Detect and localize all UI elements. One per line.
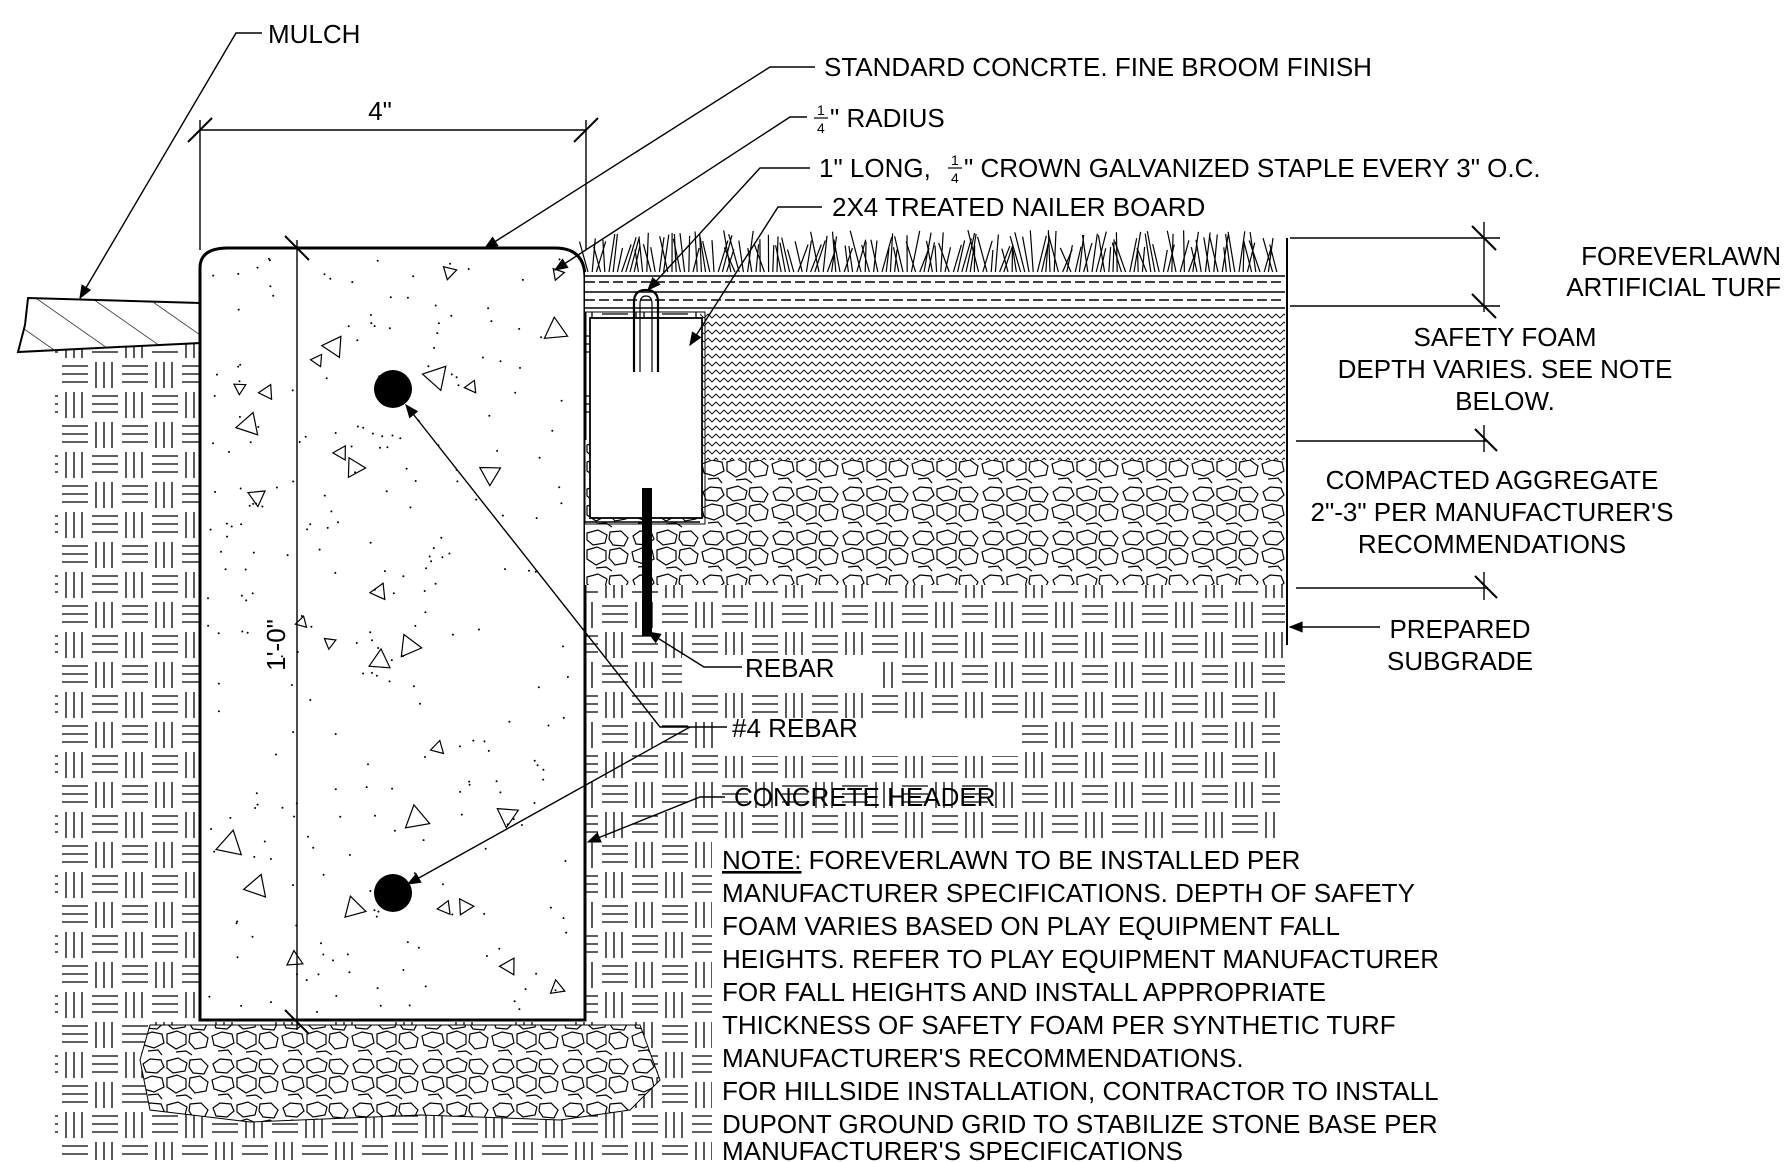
width-dimension: 4" [187,96,599,250]
rebar4-label: #4 REBAR [732,713,858,743]
rebar-bottom [374,874,412,912]
staple-fraction-den: 4 [951,170,959,186]
staple-label-end: " CROWN GALVANIZED STAPLE EVERY 3" O.C. [964,153,1541,183]
radius-fraction-num: 1 [817,102,825,118]
aggregate-label-1: COMPACTED AGGREGATE [1326,465,1659,495]
layer-dimension-ticks [1290,222,1500,600]
turf-backing-lines [585,275,1285,309]
note-line-1-text: FOREVERLAWN TO BE INSTALLED PER [801,845,1300,875]
foam-label-1: SAFETY FOAM [1414,322,1597,352]
height-dimension: 1'-0" [261,235,310,1035]
artificial-turf-blades [578,230,1278,273]
rebar-stake [642,488,652,636]
rebar-label: REBAR [745,653,835,683]
note-line: DUPONT GROUND GRID TO STABILIZE STONE BA… [722,1109,1438,1139]
nailer-board [589,317,703,519]
nailer-label: 2X4 TREATED NAILER BOARD [832,192,1205,222]
aggregate-label-3: RECOMMENDATIONS [1358,529,1626,559]
foam-label-3: BELOW. [1455,386,1555,416]
rebar-top [374,370,412,408]
foam-label-2: DEPTH VARIES. SEE NOTE [1338,354,1673,384]
note-line: FOAM VARIES BASED ON PLAY EQUIPMENT FALL [722,911,1340,941]
turf-label-2: ARTIFICIAL TURF [1566,272,1781,302]
aggregate-label-2: 2"-3" PER MANUFACTURER'S [1311,497,1674,527]
concrete-header-label: CONCRETE HEADER [734,782,995,812]
leader-lines [79,32,1380,885]
note-line: HEIGHTS. REFER TO PLAY EQUIPMENT MANUFAC… [722,944,1439,974]
radius-label: " RADIUS [830,103,945,133]
note-line-1: NOTE: FOREVERLAWN TO BE INSTALLED PER [722,845,1300,875]
gravel-under-header [139,1024,661,1123]
staple-fraction-num: 1 [951,152,959,168]
note-prefix: NOTE: [722,845,801,875]
note-line: FOR HILLSIDE INSTALLATION, CONTRACTOR TO… [722,1076,1439,1106]
subgrade-label-1: PREPARED [1389,614,1530,644]
width-dimension-label: 4" [368,96,392,126]
note-line: MANUFACTURER'S RECOMMENDATIONS. [722,1043,1244,1073]
radius-label-group: 1 4 " RADIUS [814,102,945,136]
concrete-label: STANDARD CONCRTE. FINE BROOM FINISH [824,52,1372,82]
note-line: MANUFACTURER SPECIFICATIONS. DEPTH OF SA… [722,878,1415,908]
mulch-label: MULCH [268,19,360,49]
installation-note: NOTE: FOREVERLAWN TO BE INSTALLED PER MA… [722,845,1439,1162]
staple-label-group: 1" LONG, 1 4 " CROWN GALVANIZED STAPLE E… [819,152,1541,186]
mulch-layer [16,296,201,354]
note-line: FOR FALL HEIGHTS AND INSTALL APPROPRIATE [722,977,1326,1007]
note-background [712,838,1472,1162]
note-line: MANUFACTURER'S SPECIFICATIONS [722,1136,1183,1162]
subgrade-label-2: SUBGRADE [1387,646,1533,676]
galvanized-staple [632,288,660,372]
height-dimension-label: 1'-0" [261,619,291,671]
radius-fraction-den: 4 [817,120,825,136]
safety-foam-layer [700,310,1285,460]
turf-label-1: FOREVERLAWN [1581,241,1781,271]
staple-label-start: 1" LONG, [819,153,931,183]
note-line: THICKNESS OF SAFETY FOAM PER SYNTHETIC T… [722,1010,1396,1040]
